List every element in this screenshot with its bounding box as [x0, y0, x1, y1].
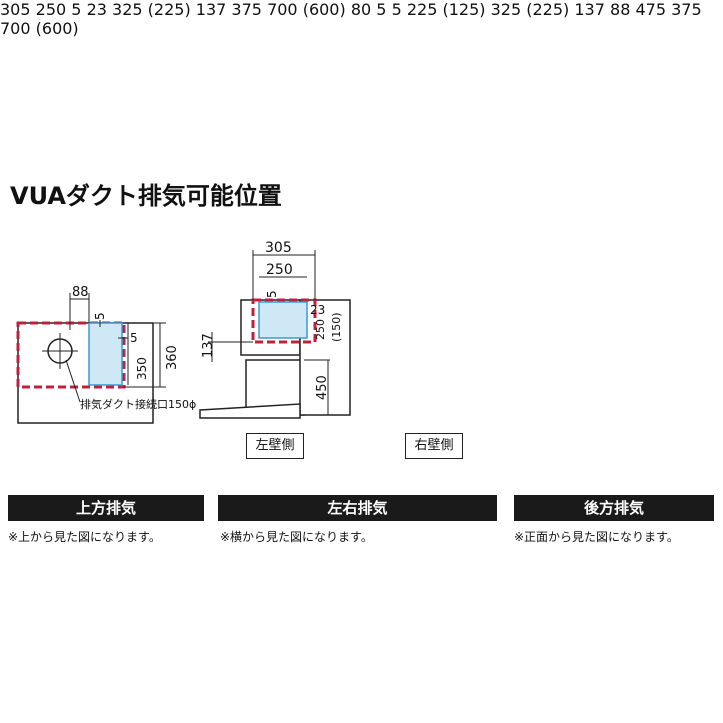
left-dim-23: 23 [310, 303, 325, 317]
back-dim-80: 80 [350, 0, 372, 19]
page-title: VUAダクト排気可能位置 [10, 182, 282, 210]
left-dim-5: 5 [265, 290, 279, 298]
back-dashed-outline-step: 80 5 5 225 (125) 325 (225) 137 88 475 37… [0, 0, 702, 38]
left-wall-side-label: 左壁側 [246, 433, 304, 459]
back-dim-375: 375 [671, 0, 702, 19]
top-dim-5b: 5 [130, 331, 138, 345]
left-hood-base [199, 403, 301, 419]
right-dim-250: 250 [35, 0, 67, 19]
right-dim-225: (225) [147, 0, 191, 19]
right-dim-137: 137 [195, 0, 227, 19]
back-dim-137: 137 [574, 0, 605, 19]
top-dim-88: 88 [72, 285, 89, 300]
top-dim-350: 350 [135, 357, 149, 380]
back-dim-600: (600) [35, 19, 79, 38]
right-dim-305: 305 [0, 0, 31, 19]
back-dim-88: 88 [610, 0, 631, 19]
back-dim-225: 225 [406, 0, 438, 19]
duct-connection-label: 排気ダクト接続口150ϕ [80, 397, 196, 411]
back-dim-5: 5 [376, 0, 387, 19]
left-dim-250-v: 250 [314, 319, 327, 340]
section-heading-side: 左右排気 [218, 495, 497, 521]
left-dim-150: (150) [330, 312, 343, 342]
back-body: 80 5 5 225 (125) 325 (225) 137 88 475 37… [0, 0, 702, 38]
left-dim-305: 305 [265, 240, 292, 256]
right-dim-325: 325 [112, 0, 143, 19]
right-dim-700: 700 [267, 0, 298, 19]
left-dim-250: 250 [266, 262, 293, 278]
right-exhaust-zone: 305 250 5 23 325 (225) 137 375 700 (600) [0, 0, 351, 19]
left-exhaust-zone [258, 301, 308, 339]
back-dim-5b: 5 [391, 0, 402, 19]
left-wall-diagram: 305 250 5 23 250 (150) 137 450 [199, 240, 351, 419]
section-note-side: ※横から見た図になります。 [220, 530, 373, 544]
right-wall-diagram: 305 250 5 23 325 (225) 137 375 700 (600) [0, 0, 351, 19]
top-exhaust-zone [88, 322, 123, 386]
back-dim-225b: (225) [526, 0, 570, 19]
right-dim-375: 375 [231, 0, 262, 19]
left-dim-137: 137 [201, 333, 216, 358]
back-exhaust-zone: 80 5 5 225 (125) 325 (225) 137 88 475 37… [0, 0, 702, 38]
section-heading-back: 後方排気 [514, 495, 714, 521]
section-note-top: ※上から見た図になります。 [8, 530, 161, 544]
back-dim-475: 475 [635, 0, 667, 19]
top-dim-5: 5 [93, 312, 107, 320]
left-dashed-outline [251, 298, 317, 344]
right-dim-5: 5 [71, 0, 82, 19]
right-dim-23: 23 [86, 0, 107, 19]
back-view-diagram: 80 5 5 225 (125) 325 (225) 137 88 475 37… [0, 0, 702, 38]
right-chimney: 305 250 5 23 325 (225) 137 375 700 (600) [0, 0, 351, 19]
right-dashed-outline: 305 250 5 23 325 (225) 137 375 700 (600) [0, 0, 351, 19]
section-heading-top: 上方排気 [8, 495, 204, 521]
back-dim-125: (125) [442, 0, 486, 19]
top-view-diagram: 88 5 5 350 360 排気ダクト接続口150ϕ [16, 285, 196, 424]
left-dim-450: 450 [315, 375, 330, 400]
right-dim-600: (600) [302, 0, 346, 19]
right-wall-side-label: 右壁側 [405, 433, 463, 459]
top-body [17, 322, 154, 424]
section-note-back: ※正面から見た図になります。 [514, 530, 679, 544]
right-body: 305 250 5 23 325 (225) 137 375 700 (600) [0, 0, 351, 19]
top-dashed-outline [16, 321, 126, 389]
back-control-knobs: 80 5 5 225 (125) 325 (225) 137 88 475 37… [0, 0, 702, 38]
back-dashed-outline-upper: 80 5 5 225 (125) 325 (225) 137 88 475 37… [0, 0, 702, 38]
left-wall-panel [299, 299, 351, 416]
top-dim-360: 360 [165, 345, 180, 370]
right-wall-panel: 305 250 5 23 325 (225) 137 375 700 (600) [0, 0, 351, 19]
right-hood-base: 305 250 5 23 325 (225) 137 375 700 (600) [0, 0, 351, 19]
back-dim-325: 325 [490, 0, 522, 19]
back-chimney: 80 5 5 225 (125) 325 (225) 137 88 475 37… [0, 0, 702, 38]
back-dim-700: 700 [0, 19, 31, 38]
